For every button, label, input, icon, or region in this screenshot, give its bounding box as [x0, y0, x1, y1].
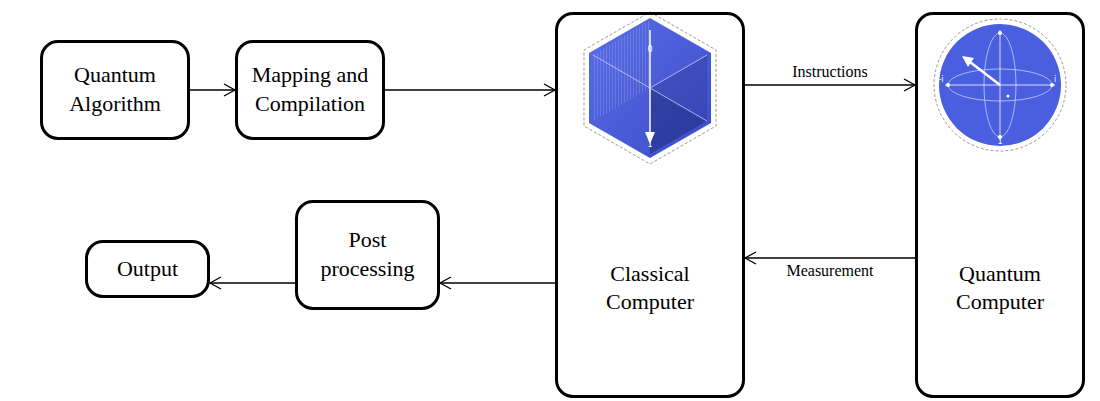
- classical-computer-box: Classical Computer: [555, 12, 745, 398]
- edge-label: Instructions: [790, 63, 870, 81]
- arrow-connector: [210, 282, 295, 283]
- arrow-connector: [745, 84, 915, 85]
- axis-label: 1: [997, 138, 1002, 146]
- arrow-connector: [745, 257, 915, 258]
- edge-label: Measurement: [784, 262, 875, 280]
- arrow-connector: [440, 282, 555, 283]
- bloch-sphere-icon: [934, 19, 1066, 151]
- node-label: Output: [117, 255, 178, 284]
- post-processing-box: Post processing: [295, 200, 440, 310]
- node-label: Mapping and Compilation: [248, 61, 372, 118]
- node-label: Quantum Algorithm: [53, 61, 177, 118]
- axis-label: 1: [647, 141, 652, 149]
- algorithm-box: Quantum Algorithm: [40, 40, 190, 140]
- compilation-box: Mapping and Compilation: [235, 40, 385, 140]
- axis-label: 0: [647, 46, 652, 54]
- axis-label: -i: [938, 76, 943, 84]
- axis-label: 0: [997, 18, 1002, 26]
- hexagon-icon: [584, 12, 716, 164]
- node-label: Quantum Computer: [928, 260, 1072, 317]
- node-label: Post processing: [308, 226, 427, 283]
- node-label: Classical Computer: [568, 260, 732, 317]
- arrow-connector: [385, 89, 555, 90]
- quantum-computer-box: Quantum Computer: [915, 12, 1085, 398]
- axis-label: i: [1054, 76, 1056, 84]
- arrow-connector: [190, 89, 235, 90]
- output-box: Output: [85, 240, 210, 298]
